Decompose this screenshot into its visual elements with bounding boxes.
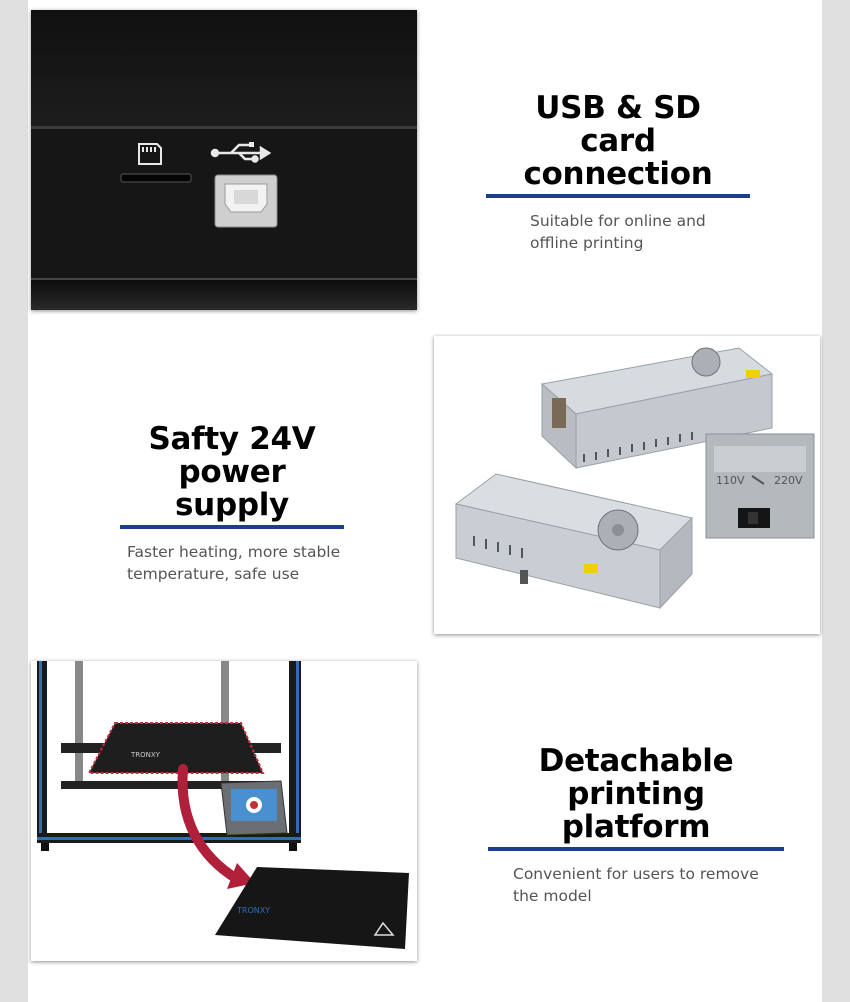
feature-title: USB & SD card connection (486, 92, 750, 191)
bed-brand-logo: TRONXY (130, 751, 161, 759)
sd-card-icon (138, 143, 162, 165)
feature-description: Suitable for online and offline printing (530, 212, 706, 252)
product-feature-page: USB & SD card connection Suitable for on… (28, 0, 822, 1002)
printer-bed-illustration: TRONXY TRONXY (37, 661, 409, 949)
title-underline (120, 525, 344, 529)
voltage-low-label: 110V (716, 474, 745, 487)
power-supply-illustration: 110V 220V (454, 347, 815, 610)
voltage-high-label: 220V (774, 474, 803, 487)
psu-unit-bottom (454, 473, 693, 610)
usb-sd-port-photo (31, 10, 417, 310)
feature-title: Detachable printing platform (488, 745, 784, 844)
feature-description: Convenient for users to remove the model (513, 865, 759, 905)
feature-description: Faster heating, more stable temperature,… (127, 543, 341, 583)
title-underline (488, 847, 784, 851)
feature-power-supply: Safty 24V power supply Faster heating, m… (120, 423, 344, 585)
feature-title-line: card connection (523, 123, 713, 192)
title-underline (486, 194, 750, 198)
power-supply-photo: 110V 220V (434, 336, 820, 634)
feature-title-line: printing platform (561, 776, 711, 845)
feature-detachable-platform: Detachable printing platform Convenient … (488, 745, 784, 907)
feature-title-line: power supply (175, 454, 289, 523)
plate-brand-logo: TRONXY (236, 906, 270, 915)
psu-unit-top (540, 347, 774, 470)
usb-sd-port-illustration (31, 10, 417, 310)
print-bed: TRONXY (87, 722, 265, 774)
printer-bed-photo: TRONXY TRONXY (31, 661, 417, 961)
control-screen (220, 780, 288, 836)
feature-title-line: USB & SD (535, 90, 701, 126)
remove-arrow-icon (177, 764, 242, 884)
feature-title-line: Detachable (538, 743, 734, 779)
removed-build-plate: TRONXY (215, 867, 409, 949)
feature-usb-sd: USB & SD card connection Suitable for on… (486, 92, 750, 254)
feature-title-line: Safty 24V (148, 421, 316, 457)
usb-icon (210, 142, 272, 163)
voltage-switch-inset: 110V 220V (705, 433, 815, 539)
usb-b-port (214, 174, 278, 228)
feature-title: Safty 24V power supply (120, 423, 344, 522)
